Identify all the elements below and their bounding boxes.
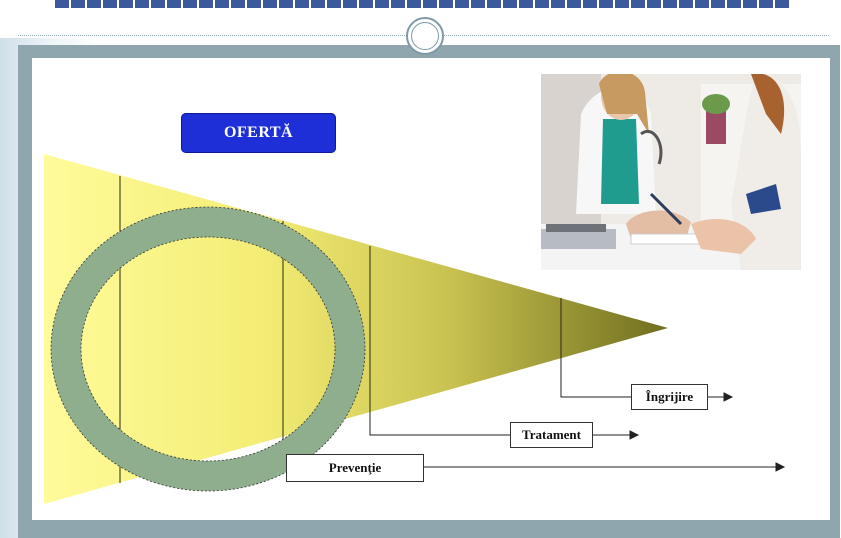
arrow-tratament-head — [629, 430, 640, 440]
connector-tratament — [369, 412, 510, 436]
header-title-strip — [55, 0, 790, 8]
stage-box-tratament: Tratament — [510, 422, 593, 448]
focus-ring-outer-edge — [50, 206, 366, 492]
connector-ingrijire — [560, 358, 631, 398]
doctor-consultation-photo — [541, 74, 801, 270]
arrow-preventie-head — [775, 462, 786, 472]
focus-ring — [50, 206, 366, 492]
arrow-ingrijire-head — [723, 392, 734, 402]
focus-ring-shape — [51, 207, 365, 491]
header-circle-ornament — [406, 17, 444, 55]
stage-arrows — [424, 392, 786, 472]
focus-ring-inner-edge — [80, 236, 336, 462]
offer-badge: OFERTĂ — [181, 113, 336, 153]
stage-box-preventie: Prevenţie — [286, 454, 424, 482]
stage-box-ingrijire: Îngrijire — [631, 384, 708, 410]
